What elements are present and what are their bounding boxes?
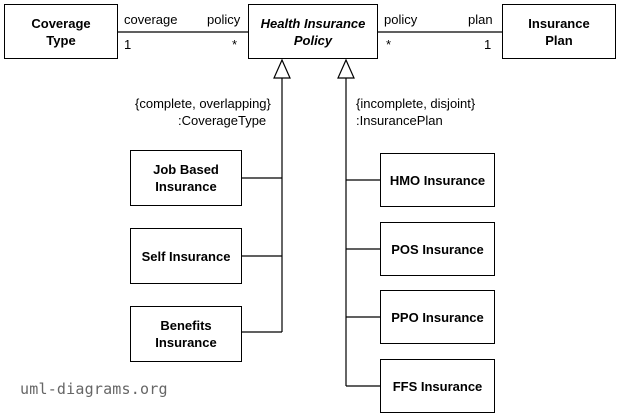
class-hmo-insurance: HMO Insurance — [380, 153, 495, 207]
class-benefits-line2: Insurance — [155, 335, 217, 350]
multiplicity-policy-left: * — [232, 37, 238, 52]
class-ppo-line1: PPO Insurance — [391, 309, 484, 325]
multiplicity-plan: 1 — [484, 37, 492, 52]
generalization-set-coverage-constraint: {complete, overlapping} — [135, 96, 271, 111]
role-coverage: coverage — [124, 12, 178, 27]
class-job-based-insurance: Job Based Insurance — [130, 150, 242, 206]
class-self-insurance: Self Insurance — [130, 228, 242, 284]
role-plan: plan — [468, 12, 493, 27]
generalization-set-plan-constraint: {incomplete, disjoint} — [356, 96, 476, 111]
class-benefits-insurance: Benefits Insurance — [130, 306, 242, 362]
class-self-line1: Self Insurance — [141, 248, 231, 264]
class-pos-insurance: POS Insurance — [380, 222, 495, 276]
generalization-set-plan-name: :InsurancePlan — [356, 113, 443, 128]
multiplicity-policy-right: * — [386, 37, 392, 52]
class-coverage-type-line2: Type — [46, 32, 76, 48]
class-job-based-line2: Insurance — [155, 179, 217, 194]
class-insurance-plan-line2: Plan — [545, 32, 573, 48]
class-benefits-line1: Benefits — [160, 318, 212, 333]
class-hmo-line1: HMO Insurance — [389, 172, 486, 188]
class-coverage-type: Coverage Type — [4, 4, 118, 59]
generalization-plan-arrowhead — [337, 58, 355, 79]
generalization-set-coverage-name: :CoverageType — [178, 113, 267, 128]
class-insurance-plan: Insurance Plan — [502, 4, 616, 59]
class-policy-line2: Policy — [293, 32, 333, 48]
role-policy-right: policy — [384, 12, 418, 27]
class-ppo-insurance: PPO Insurance — [380, 290, 495, 344]
multiplicity-coverage: 1 — [124, 37, 132, 52]
generalization-coverage-arrowhead — [273, 58, 291, 79]
class-insurance-plan-line1: Insurance — [528, 15, 590, 31]
role-policy-left: policy — [207, 12, 241, 27]
class-ffs-insurance: FFS Insurance — [380, 359, 495, 413]
class-policy-line1: Health Insurance — [260, 15, 366, 31]
class-ffs-line1: FFS Insurance — [392, 378, 483, 394]
class-job-based-line1: Job Based — [153, 162, 219, 177]
watermark: uml-diagrams.org — [20, 380, 168, 398]
class-coverage-type-line1: Coverage — [31, 15, 91, 31]
class-health-insurance-policy: Health Insurance Policy — [248, 4, 378, 59]
class-pos-line1: POS Insurance — [391, 241, 484, 257]
